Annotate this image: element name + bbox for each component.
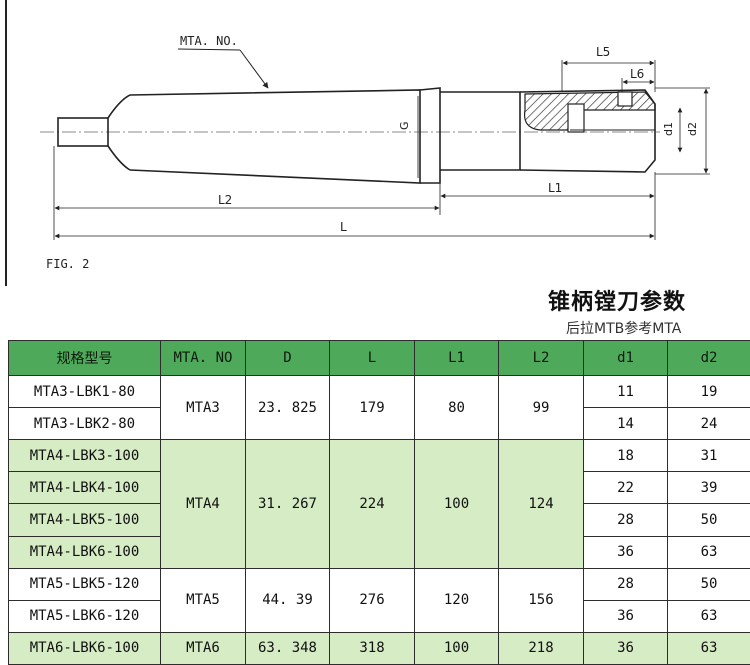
cell-mta-no: MTA6 (160, 631, 246, 665)
table-row: MTA6-LBK6-100 MTA6 63. 348 318 100 218 3… (8, 631, 750, 665)
cell-d2: 63 (667, 631, 750, 665)
collar (419, 87, 441, 184)
table-row: MTA4-LBK5-100 28 50 (8, 503, 750, 537)
shank-tang (57, 117, 109, 147)
cell-d1: 14 (583, 407, 668, 441)
cell-l: 224 (329, 439, 415, 569)
header-mta-no: MTA. NO (160, 340, 246, 376)
shank-neck (107, 94, 131, 171)
cell-d2: 63 (667, 599, 750, 633)
table-row: MTA3-LBK1-80 MTA3 23. 825 179 80 99 11 1… (8, 374, 750, 441)
cell-l2: 218 (498, 631, 584, 665)
cell-d1: 18 (583, 439, 668, 473)
label-mta-no: MTA. NO. (180, 34, 238, 48)
page-subtitle: 后拉MTB参考MTA (566, 321, 682, 337)
label-l6: L6 (630, 67, 644, 81)
header-d1: d1 (583, 340, 668, 376)
cell-mta-no: MTA3 (160, 374, 246, 441)
taper-body (129, 89, 421, 184)
cell-model: MTA4-LBK6-100 (8, 535, 161, 569)
table-row: MTA5-LBK6-120 36 63 (8, 599, 750, 633)
cell-d1: 36 (583, 599, 668, 633)
mta-underline (177, 48, 241, 51)
label-l: L (340, 220, 347, 234)
cell-model: MTA4-LBK5-100 (8, 503, 161, 537)
label-l2: L2 (218, 193, 232, 207)
cell-l2: 124 (498, 439, 584, 569)
cell-l2: 99 (498, 374, 584, 441)
cell-d: 31. 267 (245, 439, 330, 569)
cell-d2: 19 (667, 374, 750, 409)
label-fig: FIG. 2 (46, 257, 89, 271)
cell-d2: 39 (667, 471, 750, 505)
cell-d2: 24 (667, 407, 750, 441)
cell-d1: 36 (583, 535, 668, 569)
cell-mta-no: MTA4 (160, 439, 246, 569)
cell-l1: 120 (414, 567, 499, 633)
cell-d1: 22 (583, 471, 668, 505)
head-outline (519, 89, 656, 173)
cell-d2: 63 (667, 535, 750, 569)
cell-d: 44. 39 (245, 567, 330, 633)
cell-d2: 50 (667, 503, 750, 537)
header-d2: d2 (667, 340, 750, 376)
page-title: 锥柄镗刀参数 (548, 290, 687, 315)
table-row: MTA5-LBK5-120 MTA5 44. 39 276 120 156 28… (8, 567, 750, 633)
label-l5: L5 (596, 45, 610, 59)
cell-l: 276 (329, 567, 415, 633)
cell-model: MTA3-LBK1-80 (8, 374, 161, 409)
bar-body (440, 91, 521, 171)
header-d: D (245, 340, 330, 376)
label-d2: d2 (686, 122, 699, 136)
header-model: 规格型号 (8, 340, 161, 376)
header-l: L (329, 340, 415, 376)
cell-d2: 31 (667, 439, 750, 473)
cell-l1: 100 (414, 631, 499, 665)
cell-l1: 100 (414, 439, 499, 569)
head-hatch (523, 91, 656, 131)
cell-d2: 50 (667, 567, 750, 601)
cell-model: MTA5-LBK5-120 (8, 567, 161, 601)
cell-model: MTA6-LBK6-100 (8, 631, 161, 665)
set-screw (617, 91, 633, 107)
cell-d1: 11 (583, 374, 668, 409)
cell-model: MTA4-LBK4-100 (8, 471, 161, 505)
mta-leader (239, 49, 269, 89)
cell-d1: 36 (583, 631, 668, 665)
cell-mta-no: MTA5 (160, 567, 246, 633)
label-l1: L1 (548, 181, 562, 195)
table-row: MTA4-LBK6-100 36 63 (8, 535, 750, 569)
technical-drawing: MTA. NO. G L5 L6 d1 d2 L1 L2 L FIG. 2 (5, 0, 710, 286)
table-row: MTA4-LBK3-100 MTA4 31. 267 224 100 124 1… (8, 439, 750, 569)
cell-l: 318 (329, 631, 415, 665)
cell-model: MTA4-LBK3-100 (8, 439, 161, 473)
header-l1: L1 (414, 340, 499, 376)
cell-l1: 80 (414, 374, 499, 441)
cell-l2: 156 (498, 567, 584, 633)
label-d1: d1 (662, 122, 675, 136)
cell-d: 23. 825 (245, 374, 330, 441)
cell-d: 63. 348 (245, 631, 330, 665)
cell-model: MTA3-LBK2-80 (8, 407, 161, 441)
cutter-slot (567, 103, 585, 133)
cell-model: MTA5-LBK6-120 (8, 599, 161, 633)
label-g: G (398, 121, 411, 130)
cell-d1: 28 (583, 503, 668, 537)
spec-table: 规格型号 MTA. NO D L L1 L2 d1 d2 MTA3-LBK1-8… (8, 340, 750, 665)
header-l2: L2 (498, 340, 584, 376)
cell-l: 179 (329, 374, 415, 441)
table-header-row: 规格型号 MTA. NO D L L1 L2 d1 d2 (8, 340, 750, 376)
table-row: MTA4-LBK4-100 22 39 (8, 471, 750, 505)
cell-d1: 28 (583, 567, 668, 601)
